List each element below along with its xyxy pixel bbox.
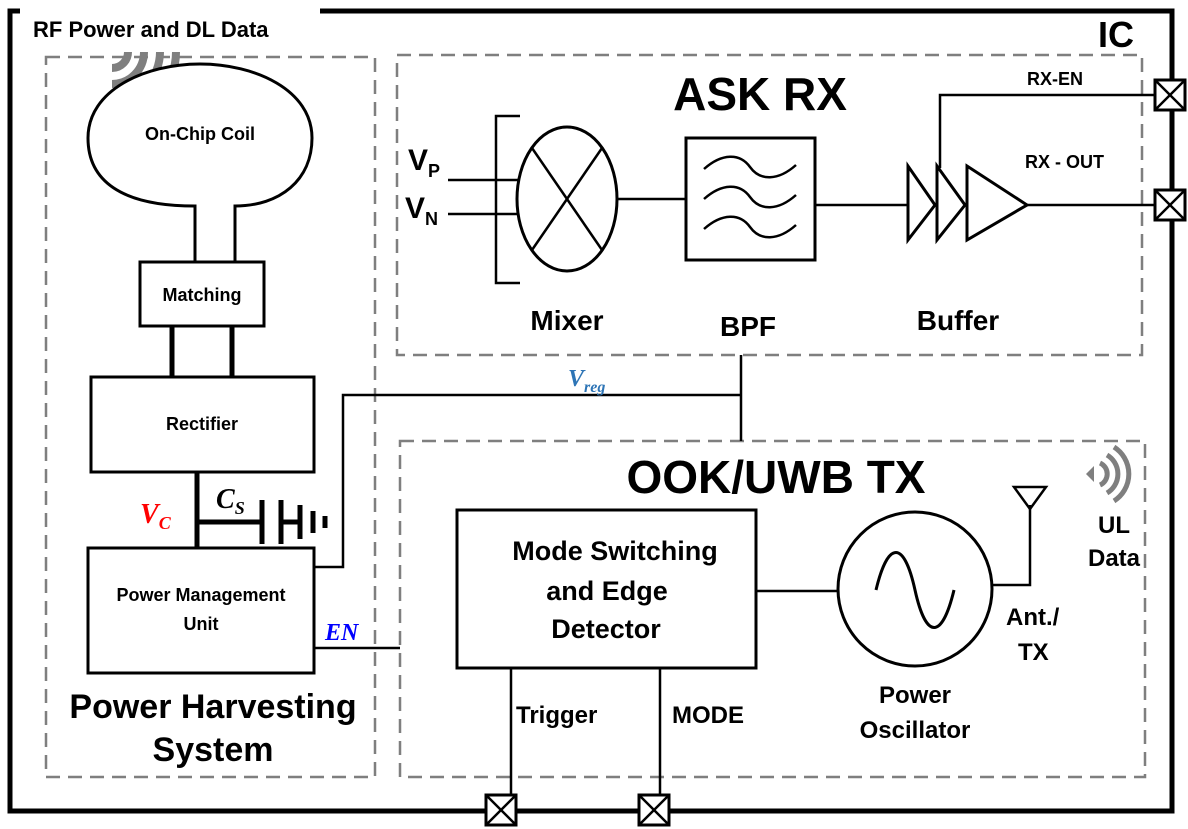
sine-wave-icon	[874, 551, 956, 629]
mode-switching-block	[455, 508, 758, 670]
coil-label: On-Chip Coil	[145, 124, 255, 144]
ul-data-wave-icon	[1086, 444, 1132, 504]
mode-switch-label-line2: and Edge	[546, 576, 668, 606]
mixer-cross-b	[530, 147, 604, 251]
vc-label: VC	[140, 499, 172, 533]
rectifier-block	[89, 375, 316, 474]
buffer-symbol	[906, 161, 1030, 245]
ook-uwb-tx-region	[398, 439, 1147, 779]
mode-switch-label-line1: Mode Switching	[512, 536, 718, 566]
ask-rx-title: ASK RX	[673, 68, 847, 120]
rx-en-pad	[1153, 78, 1187, 112]
ul-data-label-line2: Data	[1088, 545, 1141, 572]
rx-en-label: RX-EN	[1027, 69, 1083, 89]
on-chip-coil	[86, 62, 314, 264]
power-management-unit	[86, 546, 316, 675]
mode-pad	[637, 793, 671, 827]
buffer-label: Buffer	[917, 305, 1000, 336]
ul-data-label-line1: UL	[1098, 512, 1130, 539]
power-harvesting-region	[44, 55, 377, 779]
rx-en-wire	[938, 93, 1155, 168]
ask-rx-region	[395, 53, 1144, 357]
ic-boundary	[7, 8, 1175, 814]
vreg-wire	[314, 393, 741, 569]
bpf-wave-icon	[703, 155, 797, 239]
mode-switch-label-line3: Detector	[551, 614, 661, 644]
rf-input-label: RF Power and DL Data	[33, 17, 269, 42]
bpf-label: BPF	[720, 311, 776, 342]
oscillator-label-line2: Oscillator	[860, 717, 971, 744]
pmu-label-line2: Unit	[184, 614, 219, 634]
rx-out-pad	[1153, 188, 1187, 222]
en-label: EN	[324, 620, 360, 646]
vn-label: VN	[405, 192, 438, 229]
vreg-label: Vreg	[568, 366, 605, 396]
oscillator-antenna-wire	[992, 505, 1032, 587]
vp-label: VP	[408, 144, 440, 181]
mixer-bracket	[494, 114, 520, 285]
cs-label: CS	[216, 484, 245, 518]
rf-label-background	[20, 8, 320, 38]
antenna-label-line2: TX	[1018, 639, 1049, 666]
capacitor-cs	[259, 500, 328, 544]
ic-label: IC	[1098, 14, 1134, 55]
trigger-pad	[484, 793, 518, 827]
rectifier-label: Rectifier	[166, 414, 238, 434]
ook-uwb-tx-title: OOK/UWB TX	[627, 451, 926, 503]
power-harvesting-title-line2: System	[153, 731, 274, 769]
rx-out-label: RX - OUT	[1025, 152, 1104, 172]
mode-label: MODE	[672, 702, 744, 729]
trigger-label: Trigger	[516, 702, 597, 729]
mixer-label: Mixer	[530, 305, 603, 336]
matching-label: Matching	[163, 285, 242, 305]
oscillator-label-line1: Power	[879, 682, 951, 709]
antenna-icon	[1011, 485, 1049, 512]
matching-block	[138, 260, 266, 328]
pmu-label-line1: Power Management	[116, 585, 285, 605]
power-harvesting-title-line1: Power Harvesting	[69, 688, 356, 726]
antenna-label-line1: Ant./	[1006, 604, 1060, 631]
